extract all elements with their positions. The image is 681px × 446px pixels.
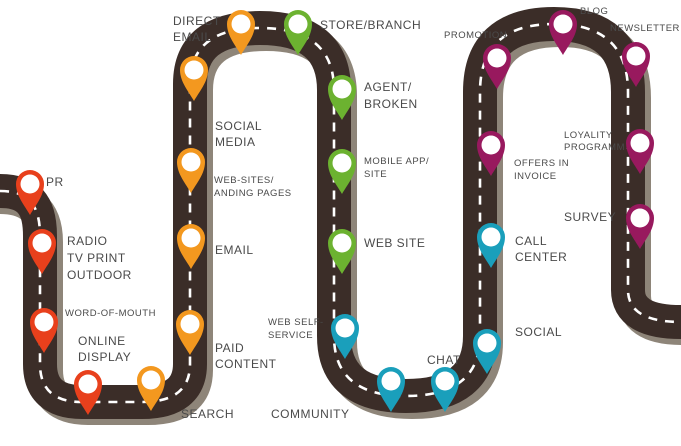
pin-center-dot (288, 14, 308, 34)
label-call-center: CALL CENTER (515, 234, 568, 264)
pin-center-dot (381, 371, 401, 391)
pin-call-center (477, 223, 505, 268)
pin-radio (28, 229, 56, 274)
pin-newsletter (622, 42, 650, 87)
label-paid-content: PAID CONTENT (215, 341, 277, 371)
pin-center-dot (34, 312, 54, 332)
pin-online-display (74, 370, 102, 415)
pin-web-sites (177, 148, 205, 193)
pin-center-dot (487, 48, 507, 68)
pin-center-dot (630, 208, 650, 228)
pin-web-site (328, 229, 356, 274)
pin-paid-content (176, 310, 204, 355)
label-email: EMAIL (215, 243, 254, 257)
pin-center-dot (477, 333, 497, 353)
label-online-display: ONLINE DISPLAY (78, 334, 132, 364)
label-chat: CHAT (427, 353, 461, 367)
label-promotion: PROMOTION (444, 30, 508, 41)
pin-social-media (180, 56, 208, 101)
label-loyality-programm: LOYALITY PROGRAMM (564, 130, 625, 153)
pin-promotion (483, 44, 511, 89)
pin-markers (16, 10, 654, 415)
pin-store-branch (284, 10, 312, 55)
pin-center-dot (78, 374, 98, 394)
pin-center-dot (32, 233, 52, 253)
label-radio-tv-print-outdoor: RADIO TV PRINT OUTDOOR (67, 234, 132, 282)
pin-center-dot (20, 174, 40, 194)
pin-center-dot (435, 371, 455, 391)
label-store-branch: STORE/BRANCH (320, 18, 422, 32)
pin-direct-email (227, 10, 255, 55)
pin-chat (431, 367, 459, 412)
pin-offers-in-invoice (477, 131, 505, 176)
label-social-media: SOCIAL MEDIA (215, 119, 263, 149)
label-offers-in-invoice: OFFERS IN INVOICE (514, 158, 570, 182)
label-social: SOCIAL (515, 325, 563, 339)
pin-email (177, 224, 205, 269)
label-agent-broken: AGENT/ BROKEN (364, 80, 418, 111)
pin-center-dot (181, 152, 201, 172)
pin-center-dot (181, 228, 201, 248)
pin-survey (626, 204, 654, 249)
label-mobile-app-site: MOBILE APP/ SITE (364, 156, 430, 180)
pin-loyality (626, 129, 654, 174)
pin-mobile-app (328, 149, 356, 194)
label-direct-email: DIRECT EMAIL (173, 14, 221, 44)
pin-community (377, 367, 405, 412)
pin-pr (16, 170, 44, 215)
pin-center-dot (332, 233, 352, 253)
label-pr: PR (46, 175, 64, 189)
pin-center-dot (332, 79, 352, 99)
label-blog: BLOG (580, 6, 609, 17)
pin-center-dot (332, 153, 352, 173)
pin-center-dot (141, 370, 161, 390)
label-word-of-mouth: WORD-OF-MOUTH (65, 308, 156, 319)
pin-center-dot (626, 46, 646, 66)
pin-social (473, 329, 501, 374)
pin-word-of-mouth (30, 308, 58, 353)
label-search: SEARCH (181, 407, 235, 421)
label-survey: SURVEY (564, 210, 617, 224)
pin-web-self-service (331, 314, 359, 359)
pin-center-dot (481, 227, 501, 247)
pin-center-dot (335, 318, 355, 338)
pin-blog (549, 10, 577, 55)
pin-agent-broken (328, 75, 356, 120)
pin-center-dot (481, 135, 501, 155)
label-web-sites-landing-pages: WEB-SITES/ ANDING PAGES (214, 175, 292, 199)
pin-center-dot (231, 14, 251, 34)
label-community: COMMUNITY (271, 407, 350, 421)
pin-search (137, 366, 165, 411)
label-web-site: WEB SITE (364, 236, 426, 250)
label-newsletter: NEWSLETTER (610, 23, 680, 34)
label-web-self-service: WEB SELF- SERVICE (268, 317, 324, 341)
pin-center-dot (180, 314, 200, 334)
pin-center-dot (553, 14, 573, 34)
pin-center-dot (630, 133, 650, 153)
pin-center-dot (184, 60, 204, 80)
